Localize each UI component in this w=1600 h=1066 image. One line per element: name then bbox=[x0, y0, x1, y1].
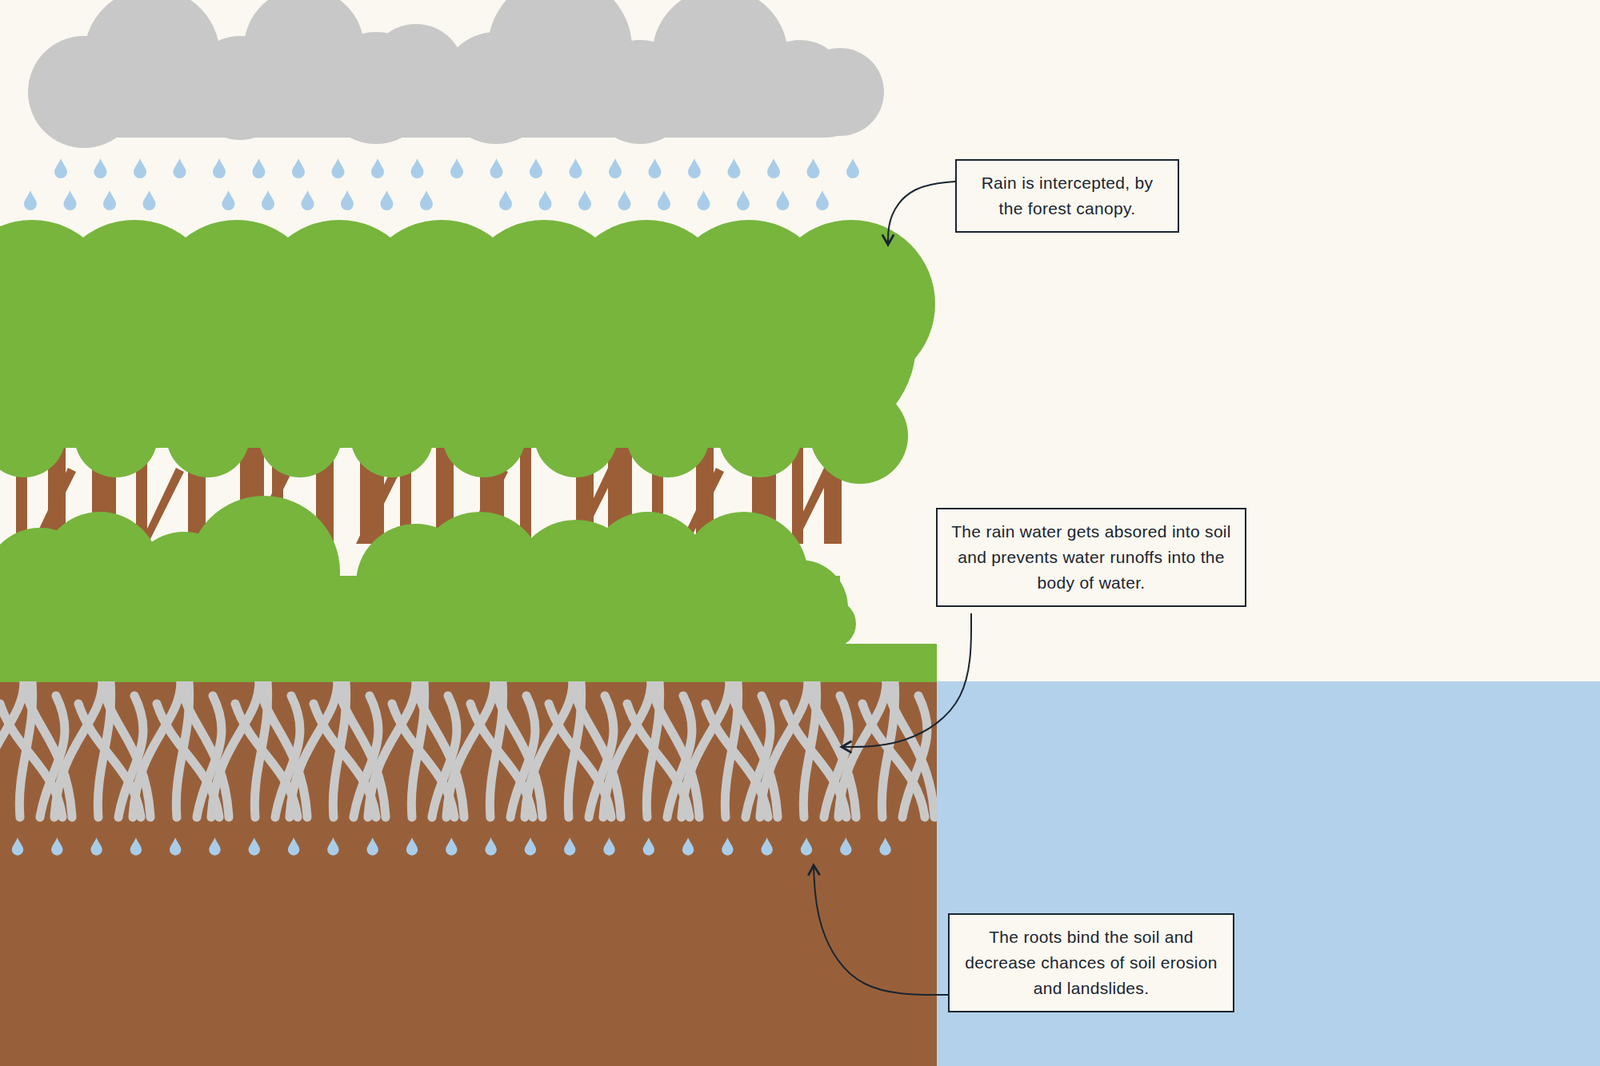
callout-text: The rain water gets absored into soil an… bbox=[950, 519, 1232, 596]
rain-clouds bbox=[28, 0, 884, 148]
callout-box: The rain water gets absored into soil an… bbox=[936, 508, 1247, 608]
forest-canopy bbox=[0, 220, 936, 484]
soil bbox=[0, 681, 937, 1066]
leader-arrow bbox=[888, 181, 956, 245]
callout-box: The roots bind the soil and decrease cha… bbox=[948, 913, 1235, 1013]
soil-water-drops bbox=[12, 837, 892, 856]
leader-arrow bbox=[813, 865, 948, 996]
raindrops bbox=[24, 158, 860, 211]
callout-text: The roots bind the soil and decrease cha… bbox=[962, 924, 1220, 1002]
tree-roots bbox=[0, 681, 935, 818]
callout-text: Rain is intercepted, by the forest canop… bbox=[969, 170, 1165, 222]
water-body bbox=[936, 681, 1600, 1066]
undergrowth bbox=[0, 496, 856, 656]
grass-strip bbox=[0, 644, 937, 683]
leader-arrow bbox=[841, 613, 972, 748]
callout-box: Rain is intercepted, by the forest canop… bbox=[955, 159, 1180, 233]
